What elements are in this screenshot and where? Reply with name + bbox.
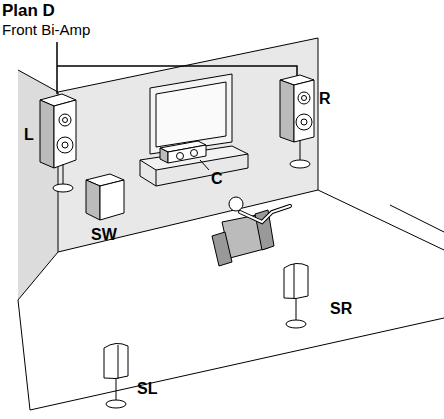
plan-subtitle: Front Bi-Amp [2, 22, 90, 39]
speaker-label: SL [137, 380, 157, 398]
diagram-title: Plan D [2, 2, 55, 21]
speaker-label: SR [330, 300, 352, 318]
speaker-label: C [211, 170, 223, 188]
speaker-label: R [319, 90, 331, 108]
speaker-label: SW [91, 226, 117, 244]
speaker-label: L [24, 126, 34, 144]
